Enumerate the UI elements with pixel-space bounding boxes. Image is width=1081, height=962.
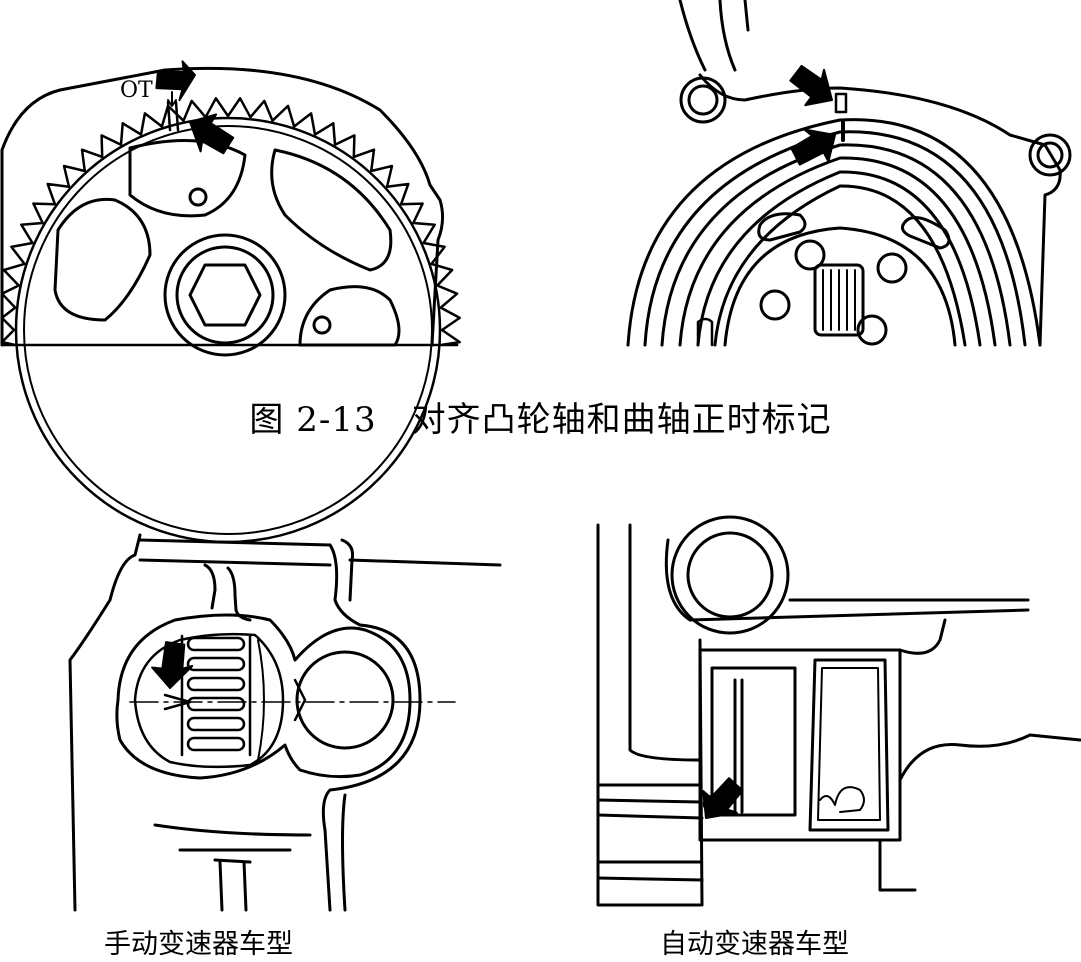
housing-outline (698, 638, 704, 907)
engine-block-outline (698, 73, 1062, 347)
sprocket-pin-hole (188, 187, 208, 207)
alignment-arrow-icon (151, 641, 194, 689)
flywheel-teeth (180, 634, 265, 761)
housing-outline (226, 566, 252, 622)
crankshaft-pulley-view (626, 0, 1072, 347)
hub-bolt (759, 289, 791, 321)
crankshaft-pulley (626, 118, 1042, 347)
engine-block-outline (678, 0, 750, 72)
camshaft-sprocket-view (0, 60, 461, 544)
housing-outline (328, 543, 362, 627)
housing-outline (68, 533, 142, 912)
housing-outline (808, 658, 890, 832)
housing-outline (203, 563, 217, 610)
housing-outline (596, 523, 702, 907)
sprocket-rim (14, 116, 442, 544)
sprocket-window (128, 139, 247, 218)
automatic-transmission-caption: 自动变速器车型 (660, 929, 849, 960)
camshaft-timing-mark (166, 91, 180, 132)
housing-outline (817, 667, 881, 821)
housing-outline (321, 623, 422, 912)
inspection-plug-hole (295, 650, 395, 750)
automatic-transmission-view (596, 515, 1081, 907)
mounting-bolt (1036, 141, 1064, 169)
sprocket-teeth (0, 97, 461, 347)
alignment-arrow-icon (702, 777, 744, 819)
hub-bolt (876, 252, 908, 284)
mounting-bolt (679, 76, 727, 124)
housing-outline (898, 618, 947, 655)
manual-transmission-caption: 手动变速器车型 (104, 929, 293, 960)
housing-outline (341, 793, 347, 912)
housing-outline (153, 823, 312, 837)
housing-outline (710, 666, 797, 817)
figure-caption: 图 2-13 对齐凸轮轴和曲轴正时标记 (249, 400, 832, 440)
hub-inner (175, 245, 275, 345)
manual-transmission-view (68, 533, 502, 912)
housing-outline (596, 783, 704, 820)
mounting-bolt (1028, 133, 1072, 177)
pulley-slot (900, 216, 951, 250)
timing-notch-mark (163, 693, 192, 711)
flywheel-inspection-window (115, 613, 412, 780)
housing-bore-outer (670, 515, 790, 635)
housing-outline (340, 538, 354, 602)
housing-outline (596, 860, 704, 882)
sprocket-inner-rim (23, 125, 433, 535)
alignment-arrow-icon (789, 64, 833, 107)
housing-outline (138, 538, 332, 567)
sprocket-window (270, 148, 393, 272)
hub-bolt (794, 239, 826, 271)
sprocket-window (298, 285, 401, 347)
housing-outline (348, 558, 502, 567)
alignment-arrow-icon (790, 128, 836, 166)
housing-outline (819, 786, 865, 813)
housing-outline (178, 848, 292, 912)
sprocket-pin-hole (312, 315, 332, 335)
housing-outline (878, 838, 917, 892)
ot-label: OT (120, 78, 153, 103)
housing-outline (628, 523, 702, 762)
camshaft-housing-outline (0, 66, 445, 347)
camshaft-sprocket (0, 97, 461, 544)
center-bolt-hex (188, 263, 262, 327)
hub-outer (163, 233, 287, 357)
sprocket-window (53, 197, 152, 322)
housing-outline (898, 733, 1081, 782)
alignment-arrow-icon (155, 60, 196, 102)
mounting-bolt (687, 84, 719, 116)
pulley-hub (723, 226, 957, 347)
crankshaft-timing-mark (834, 92, 848, 142)
pulley-slot (757, 212, 807, 242)
hub-bolt (856, 314, 888, 346)
housing-outline (664, 538, 1030, 622)
crank-splined-nose (813, 263, 865, 337)
housing-bore-inner (686, 531, 774, 619)
alignment-arrow-icon (189, 113, 235, 155)
